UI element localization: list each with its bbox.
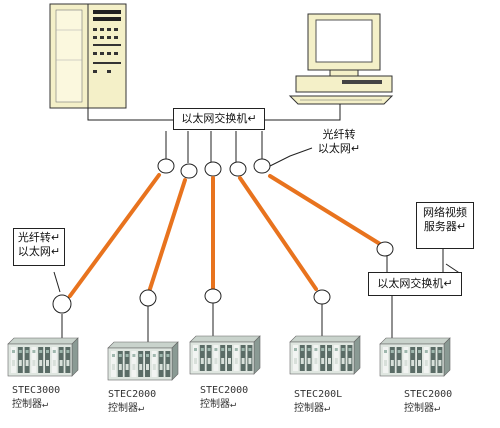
converter-node	[180, 163, 198, 179]
converter-node	[52, 294, 72, 314]
converter-node	[204, 288, 222, 304]
converter-node	[376, 241, 394, 257]
controller-label: STEC3000 控制器↵	[12, 384, 60, 412]
fiber-link	[238, 176, 318, 291]
converter-node	[139, 289, 157, 307]
top-ethernet-switch: 以太网交换机↵	[173, 108, 265, 130]
converter-note-top: 光纤转 以太网↵	[314, 128, 364, 156]
converter-note-top-line1: 光纤转	[322, 128, 356, 141]
converter-nodes	[157, 158, 271, 179]
controller-rack-icon	[379, 337, 451, 377]
converter-note-left-line1: 光纤转↵	[17, 231, 61, 244]
converter-note-left: 光纤转↵ 以太网↵	[13, 228, 65, 266]
fiber-link	[268, 174, 382, 246]
controller-model: STEC2000	[108, 389, 157, 400]
video-server-line1: 网络视频	[423, 206, 467, 219]
controller-model: STEC2000	[404, 389, 453, 400]
converter-node	[313, 289, 331, 305]
controller-model: STEC200L	[294, 389, 343, 400]
controller-rack-icon	[7, 337, 79, 377]
fiber-link	[147, 178, 187, 294]
controller-group	[7, 335, 451, 381]
converter-note-left-line2: 以太网↵	[17, 245, 61, 258]
controller-name: 控制器↵	[200, 399, 237, 410]
controller-rack-icon	[107, 341, 179, 381]
lower-wiring	[53, 254, 459, 342]
controller-name: 控制器↵	[404, 403, 441, 414]
controller-rack-icon	[289, 335, 361, 375]
controller-model: STEC2000	[200, 385, 249, 396]
fiber-link	[68, 173, 161, 298]
fiber-links	[68, 173, 382, 298]
converter-note-top-line2: 以太网↵	[317, 142, 361, 155]
controller-label: STEC200L 控制器↵	[294, 388, 342, 416]
controller-name: 控制器↵	[294, 403, 331, 414]
converter-node	[229, 161, 247, 177]
right-ethernet-switch: 以太网交换机↵	[368, 272, 462, 296]
controller-model: STEC3000	[12, 385, 61, 396]
controller-label: STEC2000 控制器↵	[200, 384, 248, 412]
converter-node	[253, 158, 271, 174]
controller-label: STEC2000 控制器↵	[404, 388, 452, 416]
controller-rack-icon	[189, 335, 261, 375]
controller-label: STEC2000 控制器↵	[108, 388, 156, 416]
video-server: 网络视频 服务器↵	[416, 202, 474, 249]
controller-name: 控制器↵	[108, 403, 145, 414]
top-wiring	[87, 104, 341, 167]
top-switch-label: 以太网交换机↵	[181, 112, 257, 125]
controller-name: 控制器↵	[12, 399, 49, 410]
converter-node	[157, 158, 175, 174]
video-server-line2: 服务器↵	[423, 220, 467, 233]
converter-node	[204, 161, 222, 177]
lower-nodes	[52, 241, 394, 314]
server-cabinet-icon	[49, 3, 127, 109]
computer-icon	[288, 13, 394, 105]
right-switch-label: 以太网交换机↵	[377, 277, 453, 290]
